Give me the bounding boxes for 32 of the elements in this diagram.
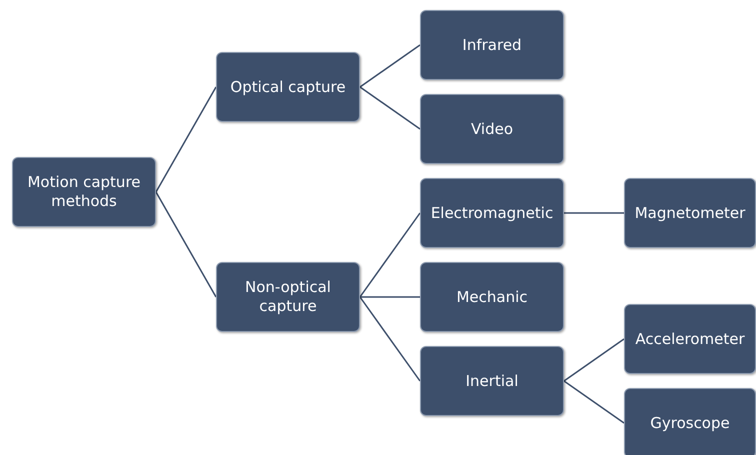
connector-line bbox=[564, 212, 624, 214]
node-label: Gyroscope bbox=[650, 414, 730, 432]
node-label: Video bbox=[470, 120, 514, 138]
node-label: Non-optical capture bbox=[244, 278, 332, 316]
process-box bbox=[420, 262, 564, 332]
connector-line bbox=[359, 212, 421, 298]
connector-line bbox=[155, 192, 217, 298]
node-label: Mechanic bbox=[456, 288, 528, 306]
process-box bbox=[420, 10, 564, 80]
connector-line bbox=[360, 296, 420, 298]
node-label: Motion capture methods bbox=[26, 173, 142, 211]
node-label: Magnetometer bbox=[634, 204, 746, 222]
node-label: Optical capture bbox=[230, 78, 346, 96]
connector-line bbox=[155, 86, 217, 192]
node-label: Inertial bbox=[466, 372, 518, 390]
process-box bbox=[420, 94, 564, 164]
connector-line bbox=[564, 380, 624, 424]
connector-line bbox=[359, 296, 421, 382]
process-box bbox=[624, 388, 756, 455]
process-box bbox=[624, 304, 756, 374]
node-label: Accelerometer bbox=[635, 330, 745, 348]
process-box bbox=[420, 346, 564, 416]
process-box bbox=[12, 157, 156, 227]
process-box bbox=[420, 178, 564, 248]
node-label: Infrared bbox=[462, 36, 522, 54]
connector-line bbox=[360, 44, 420, 88]
node-label: Electromagnetic bbox=[430, 204, 554, 222]
connector-line bbox=[564, 338, 624, 382]
process-box bbox=[216, 262, 360, 332]
process-box bbox=[216, 52, 360, 122]
connector-line bbox=[360, 86, 420, 130]
process-box bbox=[624, 178, 756, 248]
